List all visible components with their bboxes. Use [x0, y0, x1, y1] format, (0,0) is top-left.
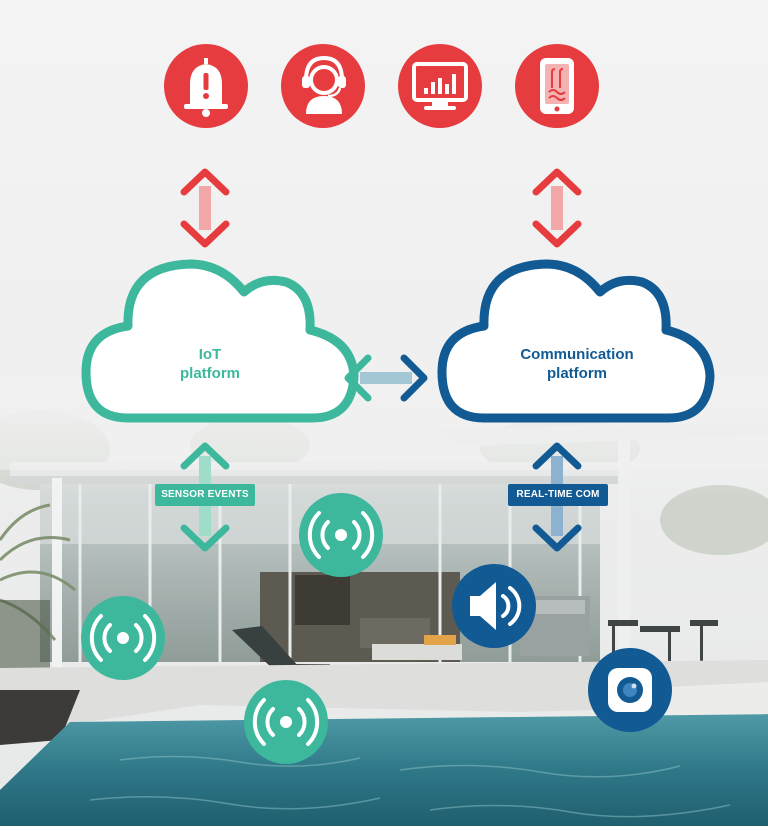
communication-platform-cloud	[437, 259, 715, 423]
communication-platform-label-line2: platform	[547, 365, 607, 382]
real-time-com-tag-bg	[508, 484, 608, 506]
bidirectional-arrow-clouds	[344, 354, 428, 402]
sensor-events-tag: SENSOR EVENTS	[161, 489, 249, 500]
real-time-com-tag: REAL-TIME COM	[516, 489, 600, 500]
iot-platform-cloud	[81, 259, 359, 423]
bidirectional-arrow-left-top	[180, 168, 230, 248]
sensor-events-tag-bg	[155, 484, 255, 506]
speaker-icon	[452, 564, 536, 648]
sensor-signal-icon	[81, 596, 165, 680]
sensor-signal-icon	[244, 680, 328, 764]
iot-platform-label-line2: platform	[180, 365, 240, 382]
alarm-bell-icon	[164, 44, 248, 128]
communication-platform-label: Communication platform	[482, 345, 672, 383]
support-agent-icon	[281, 44, 365, 128]
sensor-signal-icon	[299, 493, 383, 577]
monitor-chart-icon	[398, 44, 482, 128]
camera-icon	[588, 648, 672, 732]
bidirectional-arrow-right-top	[532, 168, 582, 248]
communication-platform-label-line1: Communication	[520, 346, 634, 363]
mobile-app-icon	[515, 44, 599, 128]
iot-platform-label-line1: IoT	[198, 346, 222, 363]
iot-platform-label: IoT platform	[140, 345, 280, 383]
